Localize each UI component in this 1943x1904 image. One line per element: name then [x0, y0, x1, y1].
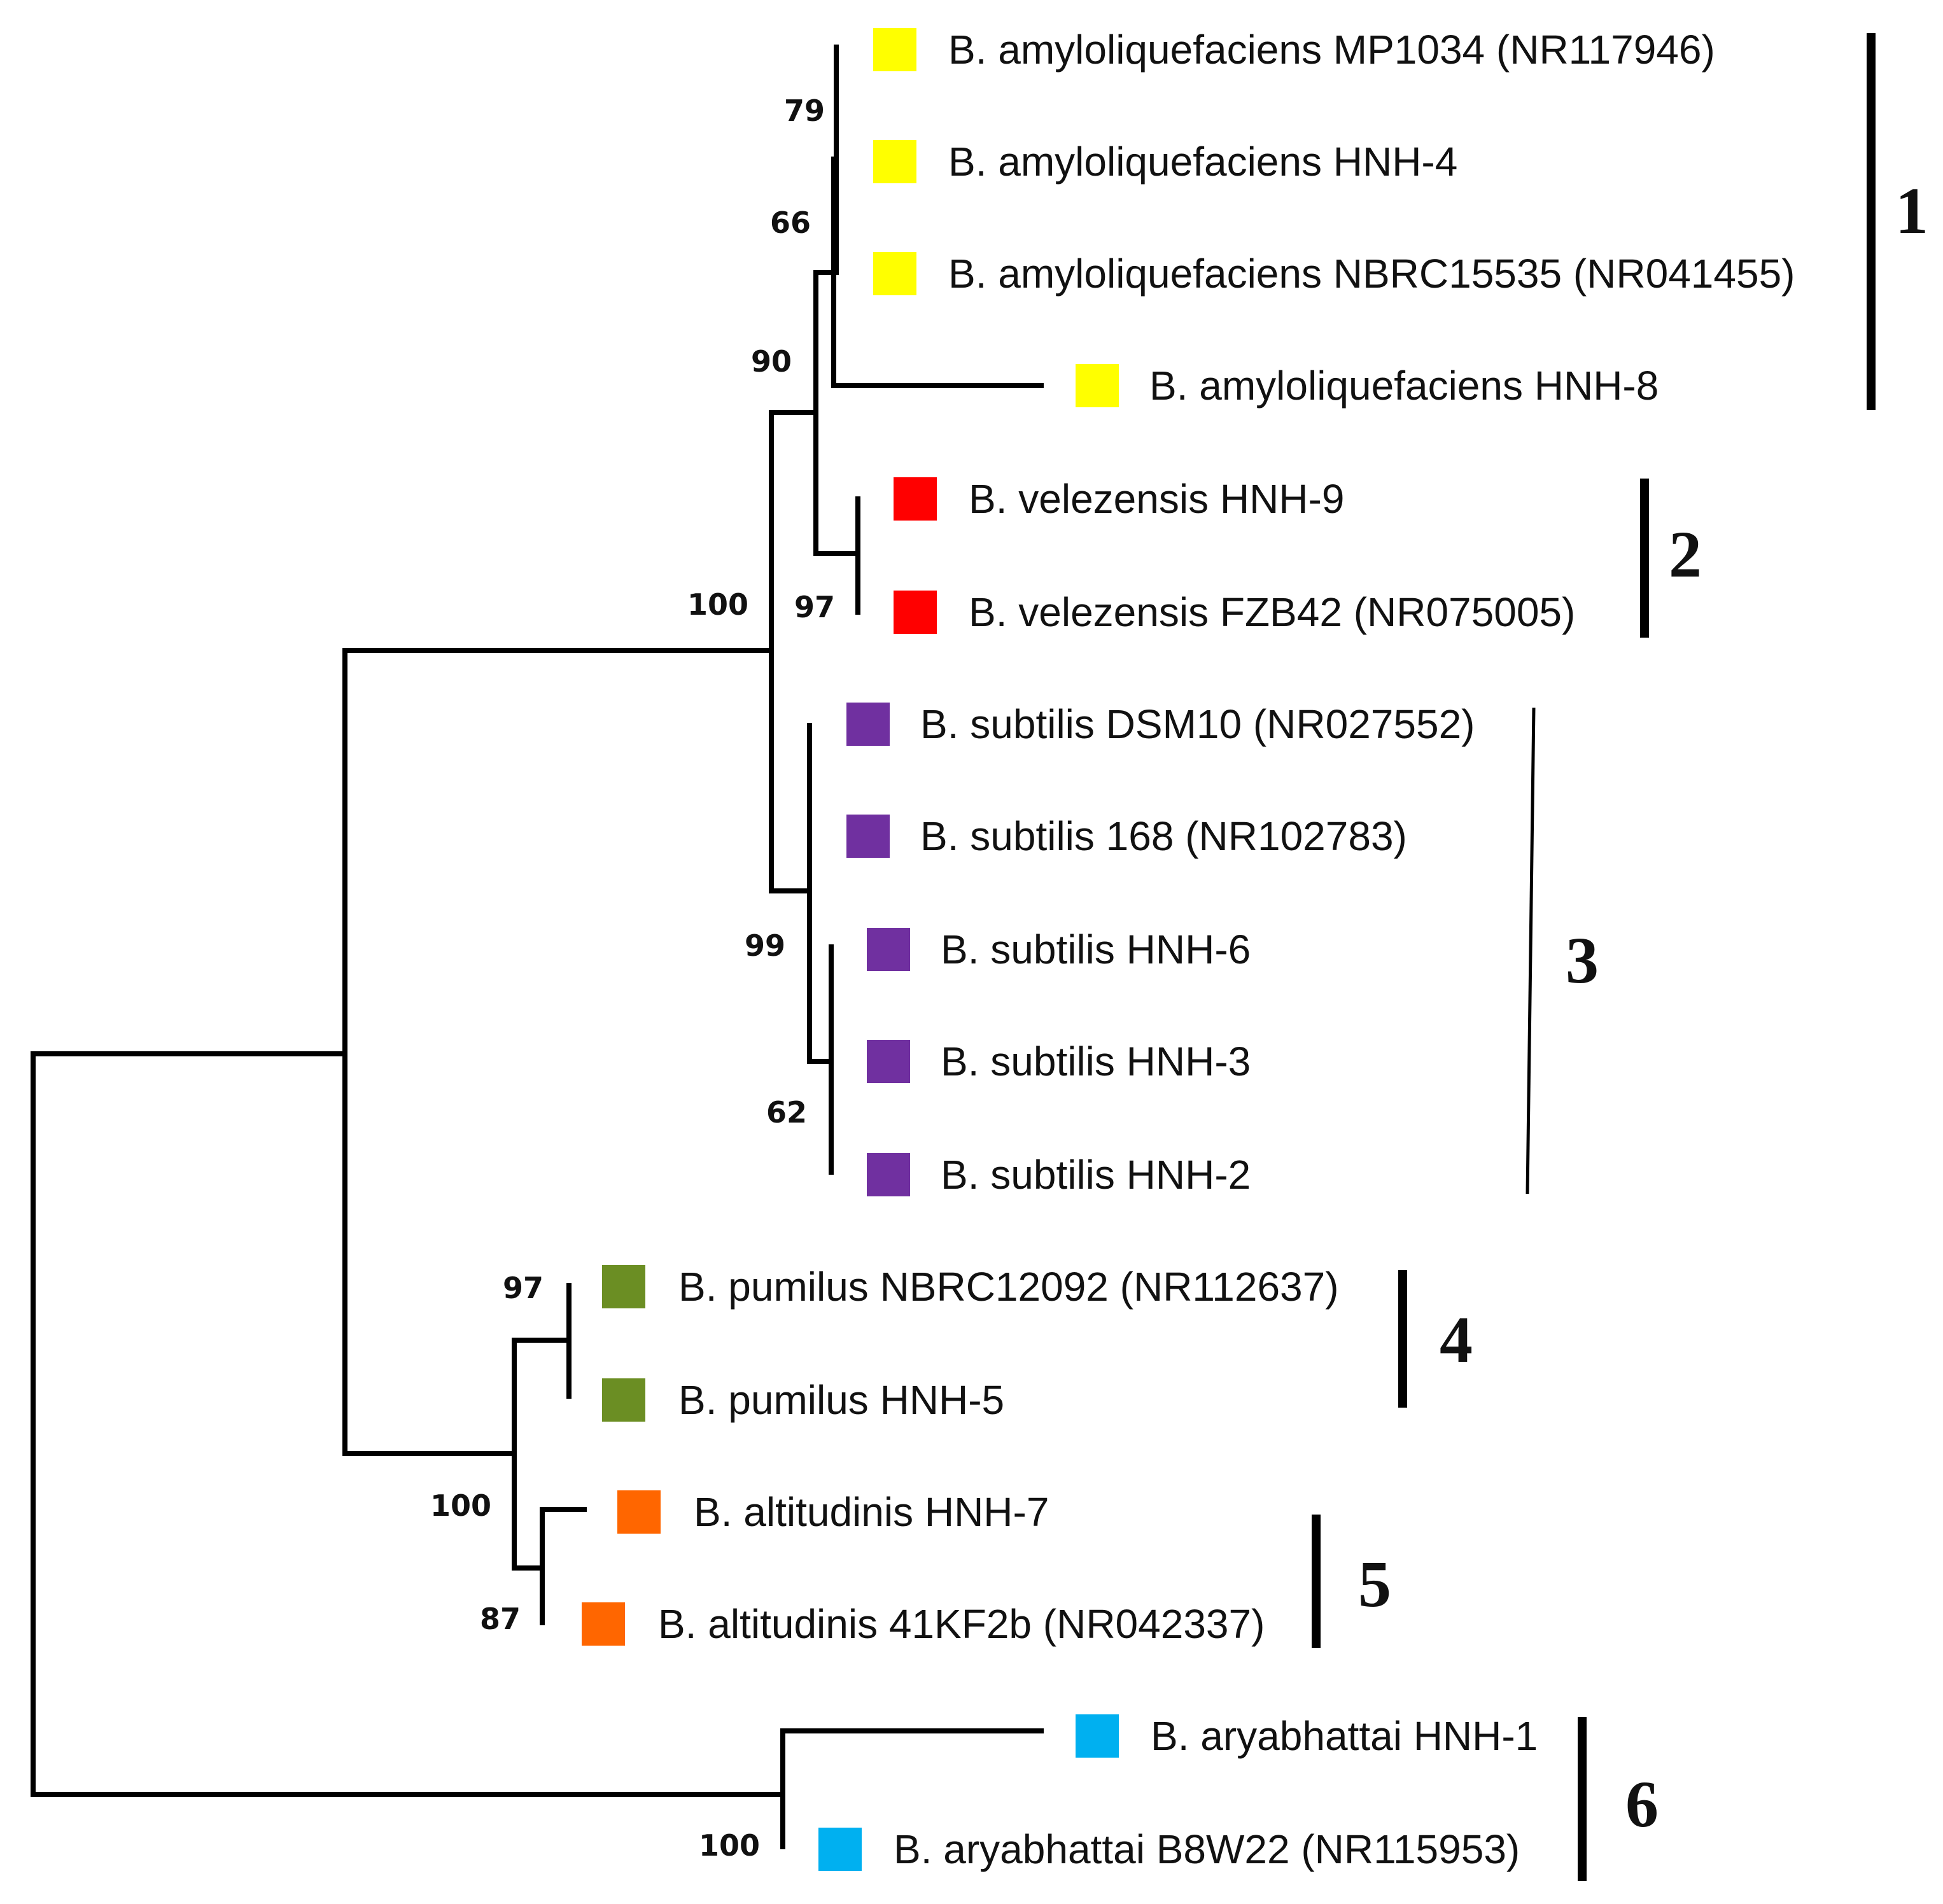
clade-number-3: 3	[1566, 924, 1599, 997]
bootstrap-value: 100	[430, 1488, 491, 1523]
leaf-label-2: B. amyloliquefaciens HNH-4	[948, 139, 1457, 185]
leaf-label-4: B. amyloliquefaciens HNH-8	[1149, 363, 1659, 409]
clade-bar-3	[1526, 707, 1536, 1194]
leaf-label-16: B. aryabhattai HNH-1	[1151, 1713, 1538, 1759]
leaf-label-8: B. subtilis 168 (NR102783)	[920, 813, 1407, 859]
clade-number-2: 2	[1669, 518, 1702, 591]
bootstrap-value: 97	[794, 590, 835, 624]
leaf-marker-17	[818, 1828, 862, 1871]
leaf-label-9: B. subtilis HNH-6	[941, 927, 1251, 972]
bootstrap-value: 66	[770, 206, 811, 240]
leaf-marker-12	[602, 1265, 645, 1308]
leaf-marker-4	[1076, 364, 1119, 407]
clade-numbers: 1 2 3 4 5 6	[1358, 174, 1928, 1841]
leaf-label-7: B. subtilis DSM10 (NR027552)	[920, 701, 1475, 747]
leaf-label-1: B. amyloliquefaciens MP1034 (NR117946)	[948, 27, 1715, 73]
clade-number-1: 1	[1895, 174, 1928, 248]
clade-number-4: 4	[1440, 1303, 1473, 1376]
clade-number-5: 5	[1358, 1548, 1391, 1621]
bootstrap-value: 90	[751, 344, 792, 379]
leaf-marker-16	[1076, 1714, 1119, 1758]
leaf-label-12: B. pumilus NBRC12092 (NR112637)	[678, 1264, 1339, 1310]
bootstrap-value: 99	[745, 928, 785, 963]
clade-number-6: 6	[1625, 1768, 1659, 1841]
leaf-label-15: B. altitudinis 41KF2b (NR042337)	[658, 1601, 1265, 1647]
leaf-marker-10	[867, 1040, 910, 1083]
bootstrap-value: 87	[480, 1602, 521, 1636]
leaf-marker-1	[873, 28, 916, 71]
leaf-label-14: B. altitudinis HNH-7	[694, 1489, 1049, 1535]
bootstrap-value: 100	[687, 587, 748, 622]
leaf-label-10: B. subtilis HNH-3	[941, 1039, 1251, 1084]
leaf-marker-15	[582, 1602, 625, 1646]
clade-brackets	[1312, 33, 1876, 1881]
bootstrap-value: 100	[699, 1828, 760, 1863]
leaf-marker-6	[894, 591, 937, 634]
bootstrap-values: 79 66 90 100 97 99 62 97 100 87 100	[430, 94, 835, 1863]
bootstrap-value: 79	[784, 94, 825, 128]
leaf-marker-9	[867, 928, 910, 971]
bootstrap-value: 62	[766, 1095, 807, 1130]
leaf-label-6: B. velezensis FZB42 (NR075005)	[969, 589, 1575, 635]
leaf-marker-8	[846, 815, 890, 858]
bootstrap-value: 97	[503, 1271, 544, 1305]
leaf-marker-2	[873, 140, 916, 183]
leaf-label-13: B. pumilus HNH-5	[678, 1377, 1004, 1423]
leaf-markers	[582, 28, 1119, 1871]
leaf-marker-11	[867, 1153, 910, 1196]
leaf-marker-3	[873, 252, 916, 295]
leaf-marker-7	[846, 703, 890, 746]
leaf-labels: B. amyloliquefaciens MP1034 (NR117946) B…	[658, 27, 1795, 1872]
leaf-marker-14	[617, 1490, 661, 1534]
leaf-label-3: B. amyloliquefaciens NBRC15535 (NR041455…	[948, 251, 1795, 297]
leaf-label-11: B. subtilis HNH-2	[941, 1152, 1251, 1198]
leaf-label-5: B. velezensis HNH-9	[969, 476, 1344, 522]
leaf-marker-5	[894, 477, 937, 521]
leaf-marker-13	[602, 1378, 645, 1422]
tree-branches	[31, 45, 1044, 1849]
leaf-label-17: B. aryabhattai B8W22 (NR115953)	[894, 1826, 1520, 1872]
